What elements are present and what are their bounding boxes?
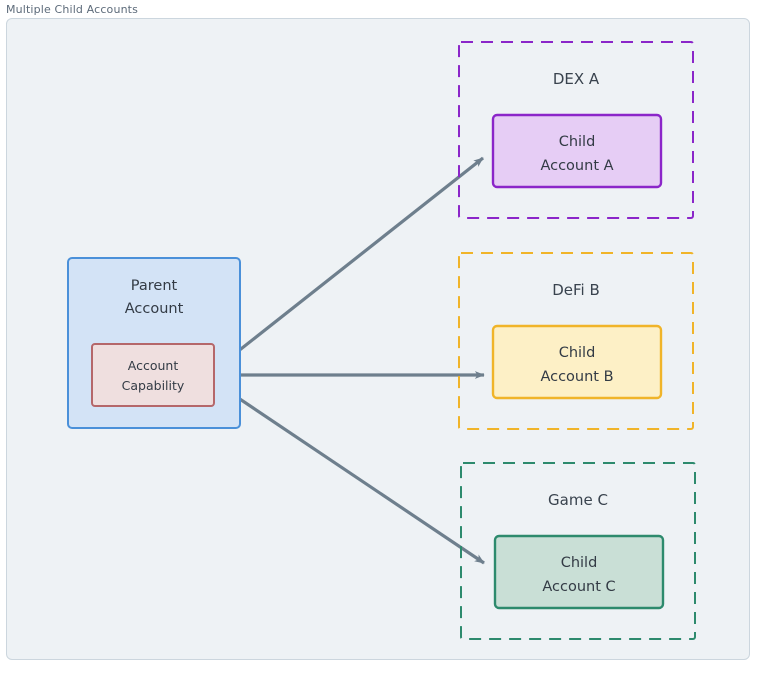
child-account-c-node[interactable]: Child Account C bbox=[493, 534, 665, 610]
parent-account-label-line1: Parent bbox=[131, 278, 178, 294]
cluster-defi-b-border bbox=[458, 252, 694, 430]
cluster-defi-b: DeFi B Child Account B bbox=[458, 252, 694, 430]
child-account-b-label-line2: Account B bbox=[540, 369, 613, 385]
cluster-dex-a: DEX A Child Account A bbox=[458, 41, 694, 219]
edge-capability-to-child-a bbox=[212, 156, 484, 373]
parent-account-label-line2: Account bbox=[125, 301, 184, 317]
account-capability-node[interactable]: Account Capability bbox=[91, 343, 215, 407]
child-account-a-node[interactable]: Child Account A bbox=[491, 113, 663, 189]
account-capability-label-line2: Capability bbox=[122, 378, 185, 393]
cluster-game-c-label: Game C bbox=[548, 491, 608, 509]
child-account-a-label-line1: Child bbox=[559, 134, 596, 150]
child-account-b-node[interactable]: Child Account B bbox=[491, 324, 663, 400]
child-account-a-label-line2: Account A bbox=[540, 158, 613, 174]
child-account-c-label-line1: Child bbox=[561, 555, 598, 571]
child-account-c-box[interactable] bbox=[493, 534, 665, 610]
child-account-a-box[interactable] bbox=[491, 113, 663, 189]
account-capability-box[interactable] bbox=[91, 343, 215, 407]
account-capability-label-line1: Account bbox=[128, 358, 179, 373]
parent-account-node[interactable]: Parent Account Account Capability bbox=[67, 257, 241, 429]
cluster-game-c-border bbox=[460, 462, 696, 640]
child-account-b-box[interactable] bbox=[491, 324, 663, 400]
cluster-game-c: Game C Child Account C bbox=[460, 462, 696, 640]
edge-group bbox=[212, 156, 485, 565]
cluster-defi-b-label: DeFi B bbox=[552, 281, 600, 299]
cluster-dex-a-label: DEX A bbox=[553, 70, 600, 88]
panel-title: Multiple Child Accounts bbox=[6, 3, 139, 16]
child-account-c-label-line2: Account C bbox=[542, 579, 615, 595]
child-account-b-label-line1: Child bbox=[559, 345, 596, 361]
cluster-dex-a-border bbox=[458, 41, 694, 219]
edge-capability-to-child-c bbox=[212, 379, 485, 565]
